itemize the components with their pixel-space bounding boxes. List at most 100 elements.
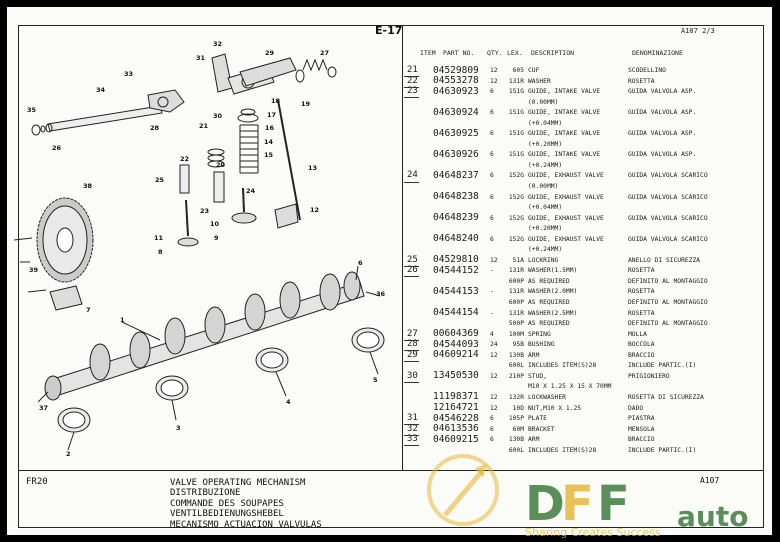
quantity: - (490, 288, 494, 296)
quantity: 6 (490, 214, 494, 222)
description: AS REQUIRED (528, 299, 570, 307)
title-es: MECANISMO ACTUACION VALVULAS (170, 519, 322, 530)
part-number: 04544152 (433, 264, 479, 276)
description: INCLUDES ITEM(S)28 (528, 446, 597, 454)
item-number: 26 (407, 265, 418, 276)
quantity: 6 (490, 193, 494, 201)
part-number: 04609214 (433, 349, 479, 361)
description: ARM (528, 351, 540, 359)
svg-text:27: 27 (320, 49, 329, 57)
lex-code: 131R (508, 309, 524, 317)
denominazione: DEFINITO AL MONTAGGIO (628, 320, 708, 328)
row-rule (404, 381, 419, 383)
quantity: 12 (490, 404, 498, 412)
section-code: E-17 (375, 24, 403, 37)
table-row: (0.00MM) (404, 182, 762, 193)
denominazione: PIASTRA (628, 415, 655, 423)
svg-text:10: 10 (210, 220, 220, 228)
svg-text:21: 21 (199, 122, 209, 130)
svg-text:3: 3 (176, 424, 181, 432)
table-row: (+0.20MM) (404, 140, 762, 151)
table-row: (+0.04MM) (404, 119, 762, 130)
col-qty: QTY. (487, 49, 503, 57)
lex-code: 151G (508, 130, 524, 138)
denominazione: GUIDA VALVOLA SCARICO (628, 235, 708, 243)
description: (0.00MM) (528, 183, 559, 191)
lex-code: 152G (508, 172, 524, 180)
lex-code: 600L (508, 362, 524, 370)
row-rule (404, 76, 419, 77)
quantity: 6 (490, 172, 494, 180)
svg-text:15: 15 (264, 151, 274, 159)
description: (+0.20MM) (528, 140, 563, 148)
row-rule (404, 276, 419, 278)
description: GUIDE, INTAKE VALVE (528, 109, 601, 117)
quantity: 12 (490, 77, 498, 85)
svg-text:1: 1 (120, 316, 125, 324)
lex-code: 500P (508, 320, 524, 328)
denominazione: MOLLA (628, 330, 647, 338)
lex-code: 152G (508, 214, 524, 222)
denominazione: INCLUDE PARTIC.(I) (628, 362, 697, 370)
description: BUSHING (528, 341, 555, 349)
page-frame (18, 25, 764, 528)
description: (+0.24MM) (528, 246, 563, 254)
lex-code: 151G (508, 109, 524, 117)
lex-code: 151G (508, 151, 524, 159)
item-number: 27 (407, 328, 418, 339)
svg-text:5: 5 (373, 376, 378, 384)
denominazione: DEFINITO AL MONTAGGIO (628, 277, 708, 285)
watermark-logo: D F F auto Sharing Creates Success (427, 454, 748, 539)
description: (+0.20MM) (528, 225, 563, 233)
description: LOCKRING (528, 256, 559, 264)
svg-text:34: 34 (96, 86, 106, 94)
denominazione: INCLUDE PARTIC.(I) (628, 446, 697, 454)
quantity: 6 (490, 151, 494, 159)
svg-text:35: 35 (27, 106, 37, 114)
catalog-page (7, 7, 772, 535)
col-part-no: PART NO. (443, 49, 475, 57)
row-rule (404, 350, 419, 352)
description: GUIDE, EXHAUST VALVE (528, 193, 604, 201)
item-number: 24 (407, 170, 418, 181)
svg-text:22: 22 (180, 155, 189, 163)
col-denominazione: DENOMINAZIONE (632, 49, 683, 57)
item-number: 21 (407, 65, 418, 75)
denominazione: ROSETTA (628, 267, 655, 275)
col-lex: LEX. (507, 49, 523, 57)
table-row: (0.00MM) (404, 98, 762, 109)
description: WASHER(2.5MM) (528, 309, 578, 317)
denominazione: ROSETTA (628, 309, 655, 317)
table-row: M10 X 1.25 X 15 X 70MM (404, 382, 762, 393)
part-number: 04546228 (433, 412, 479, 424)
description: AS REQUIRED (528, 277, 570, 285)
part-number: 04553278 (433, 75, 479, 87)
svg-text:16: 16 (265, 124, 275, 132)
part-number: 04648237 (433, 169, 479, 181)
item-number: 23 (407, 86, 418, 97)
description: WASHER (528, 77, 551, 85)
lex-code: 131R (508, 267, 524, 275)
quantity: 6 (490, 415, 494, 423)
denominazione: BOCCOLA (628, 341, 655, 349)
part-number: 04529810 (433, 254, 479, 266)
part-number: 11198371 (433, 391, 479, 403)
description: NUT,M10 X 1.25 (528, 404, 582, 412)
lex-code: 151G (508, 88, 524, 96)
description: GUIDE, INTAKE VALVE (528, 88, 601, 96)
svg-text:13: 13 (308, 164, 317, 172)
